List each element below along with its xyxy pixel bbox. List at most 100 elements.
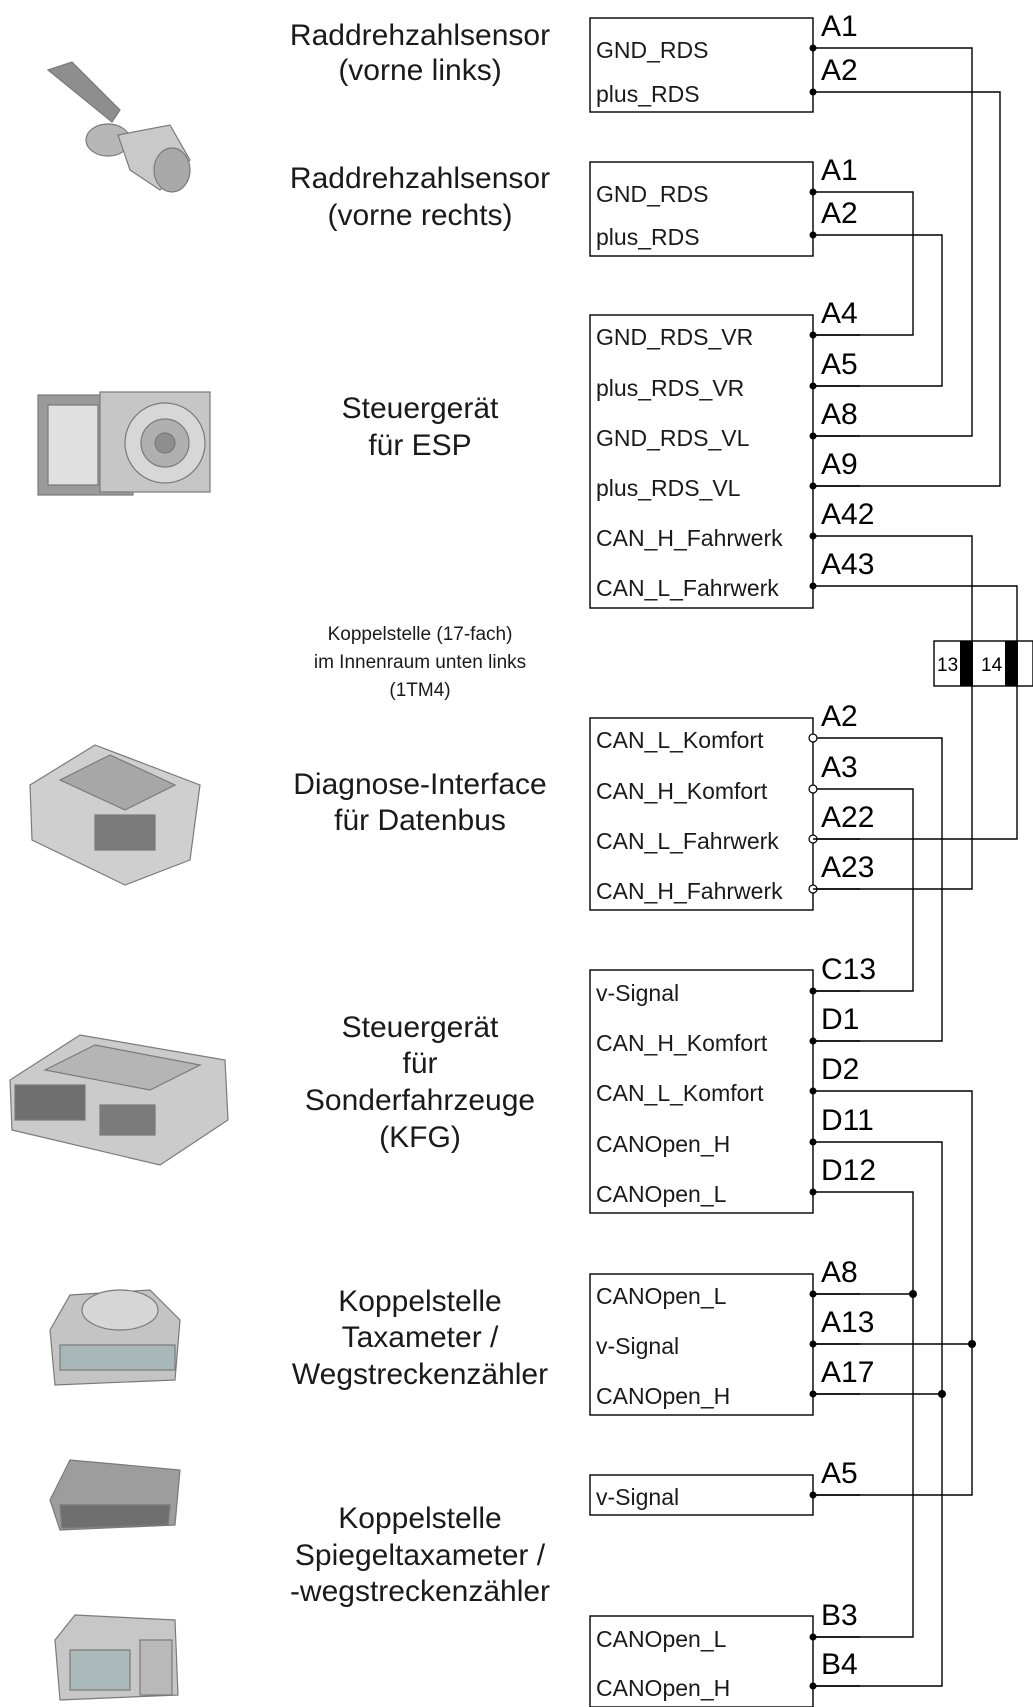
mirror-a-title-line: Spiegeltaxameter / — [295, 1539, 546, 1572]
wires — [813, 47, 1018, 1687]
kfg-title-line: Steuergerät — [342, 1011, 499, 1044]
mirror-b-pin-box — [589, 1615, 814, 1707]
pin-dot — [809, 1188, 817, 1196]
rds-vr-title-line: Raddrehzahlsensor — [290, 162, 550, 195]
coupling-label-line: Koppelstelle (17-fach) — [328, 624, 513, 645]
signal-label: GND_RDS_VR — [596, 324, 753, 350]
taxi-title-line: Taxameter / — [342, 1321, 499, 1354]
coupling-contact-13 — [960, 641, 973, 686]
pin-number: A8 — [821, 398, 858, 431]
signal-label: CAN_H_Komfort — [596, 1030, 768, 1056]
signal-label: CANOpen_L — [596, 1181, 727, 1207]
pin-number: C13 — [821, 953, 876, 986]
signal-label: CANOpen_H — [596, 1383, 730, 1409]
wire-path — [813, 91, 1001, 487]
mirror-taximeter-connector-a-image — [49, 1459, 181, 1531]
mirror-a-title-line: -wegstreckenzähler — [290, 1575, 550, 1608]
coupling-contact-14 — [1005, 641, 1018, 686]
signal-label: v-Signal — [596, 1333, 679, 1359]
rds-vr-pin-box — [589, 161, 814, 257]
diag-pin-box — [589, 717, 814, 911]
pin-dot — [809, 1087, 817, 1095]
coupling-label-line: im Innenraum unten links — [314, 652, 526, 673]
signal-label: v-Signal — [596, 980, 679, 1006]
esp-title-line: Steuergerät — [342, 392, 499, 425]
pin-number: A22 — [821, 801, 874, 834]
signal-label: GND_RDS_VL — [596, 425, 750, 451]
kfg-title-line: Sonderfahrzeuge — [305, 1084, 535, 1117]
signal-label: CAN_H_Fahrwerk — [596, 525, 783, 551]
pin-number: A43 — [821, 548, 874, 581]
pin-dot — [809, 188, 817, 196]
signal-label: v-Signal — [596, 1484, 679, 1510]
pin-number: B4 — [821, 1648, 858, 1681]
taximeter-connector-image — [49, 1289, 181, 1386]
pin-number: D2 — [821, 1053, 859, 1086]
rds-vl-pin-box — [589, 17, 814, 113]
signal-label: CAN_H_Fahrwerk — [596, 878, 783, 904]
pin-number: A5 — [821, 348, 858, 381]
pin-number: D11 — [821, 1104, 874, 1137]
pin-number: A13 — [821, 1306, 874, 1339]
taxi-pin-box — [589, 1273, 814, 1416]
junction-dot — [968, 1340, 976, 1348]
rds-vl-title-line: Raddrehzahlsensor — [290, 19, 550, 52]
signal-label: CAN_L_Fahrwerk — [596, 828, 779, 854]
esp-control-unit-image — [37, 391, 211, 496]
pin-number: D1 — [821, 1003, 859, 1036]
signal-label: CAN_L_Fahrwerk — [596, 575, 779, 601]
pin-number: A2 — [821, 700, 858, 733]
pin-dot — [809, 88, 817, 96]
pin-number: A23 — [821, 851, 874, 884]
wire-path — [813, 191, 914, 336]
pin-number: A2 — [821, 197, 858, 230]
taxi-title-line: Koppelstelle — [338, 1285, 501, 1318]
pin-boxes: GND_RDSA1plus_RDSA2GND_RDSA1plus_RDSA2GN… — [589, 10, 876, 1707]
signal-label: CANOpen_H — [596, 1675, 730, 1701]
open-pin-marker — [808, 784, 818, 794]
kfg-title-line: (KFG) — [379, 1121, 461, 1154]
coupling-pin-number: 13 — [937, 655, 958, 676]
diag-title-line: für Datenbus — [334, 804, 506, 837]
pin-dot — [809, 532, 817, 540]
taxi-title-line: Wegstreckenzähler — [292, 1358, 548, 1391]
coupling-pin-number: 14 — [981, 655, 1003, 676]
pin-number: A8 — [821, 1256, 858, 1289]
mirror-a-pin-box — [589, 1474, 814, 1516]
mirror-taximeter-connector-b-image — [54, 1614, 179, 1701]
pin-dot — [809, 582, 817, 590]
rds-vl-title-line: (vorne links) — [338, 54, 501, 87]
junction-dot — [938, 1390, 946, 1398]
wire-path — [813, 1141, 943, 1687]
pin-number: D12 — [821, 1154, 876, 1187]
mirror-a-title-line: Koppelstelle — [338, 1502, 501, 1535]
pin-number: A42 — [821, 498, 874, 531]
signal-label: CAN_L_Komfort — [596, 1080, 764, 1106]
wheel-speed-sensor-left-image — [46, 61, 191, 193]
signal-label: CAN_L_Komfort — [596, 727, 764, 753]
wire-path — [813, 535, 973, 890]
wire-path — [813, 1191, 914, 1638]
wire-path — [813, 585, 1018, 840]
wire-path — [813, 47, 973, 437]
kfg-pin-box — [589, 969, 814, 1214]
pin-number: B3 — [821, 1599, 858, 1632]
component-images — [9, 61, 229, 1701]
signal-label: plus_RDS — [596, 224, 700, 250]
wire-path — [813, 737, 943, 1042]
wire-path — [813, 1090, 973, 1496]
signal-label: CANOpen_L — [596, 1283, 727, 1309]
esp-pin-box — [589, 314, 814, 609]
pin-number: A4 — [821, 297, 858, 330]
pin-number: A5 — [821, 1457, 858, 1490]
coupling-point-17: Koppelstelle (17-fach) im Innenraum unten… — [314, 624, 1033, 701]
signal-label: GND_RDS — [596, 37, 708, 63]
esp-title-line: für ESP — [368, 429, 471, 462]
pin-dot — [809, 44, 817, 52]
diagnostic-interface-image — [29, 744, 201, 886]
pin-number: A1 — [821, 154, 858, 187]
signal-label: GND_RDS — [596, 181, 708, 207]
junction-dot — [909, 1290, 917, 1298]
pin-dot — [809, 1138, 817, 1146]
